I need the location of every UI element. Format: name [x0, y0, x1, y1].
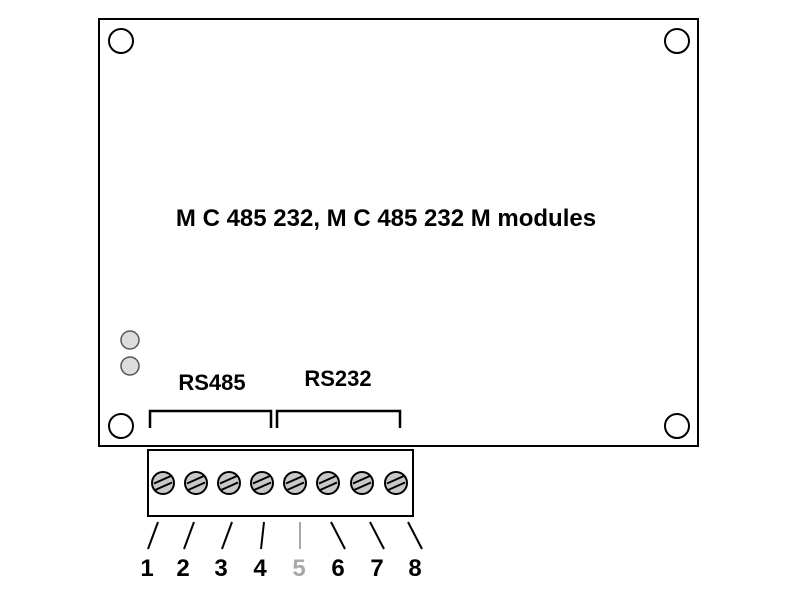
terminal-lead-3 — [221, 521, 233, 550]
mounting-hole-bottom-right — [664, 413, 690, 439]
terminal-screw-5 — [283, 471, 307, 495]
rs485-label: RS485 — [178, 370, 245, 395]
rs485-bracket — [148, 409, 273, 428]
terminal-lead-1 — [147, 521, 159, 550]
mounting-hole-bottom-left — [108, 413, 134, 439]
mounting-hole-top-left — [108, 28, 134, 54]
rs232-bracket — [275, 409, 402, 428]
module-title: M C 485 232, M C 485 232 M modules — [176, 205, 596, 232]
terminal-lead-4 — [260, 521, 265, 550]
terminal-number-5: 5 — [292, 555, 305, 582]
led-indicator-2 — [120, 356, 140, 376]
terminal-screw-2 — [184, 471, 208, 495]
terminal-screw-6 — [316, 471, 340, 495]
terminal-number-8: 8 — [408, 555, 421, 582]
terminal-number-7: 7 — [370, 555, 383, 582]
mounting-hole-top-right — [664, 28, 690, 54]
terminal-lead-2 — [183, 521, 195, 550]
terminal-number-3: 3 — [214, 555, 227, 582]
terminal-screw-4 — [250, 471, 274, 495]
terminal-number-1: 1 — [140, 555, 153, 582]
terminal-screw-3 — [217, 471, 241, 495]
terminal-screw-1 — [151, 471, 175, 495]
terminal-lead-7 — [369, 521, 385, 550]
rs232-label: RS232 — [304, 366, 371, 391]
board-outline — [98, 18, 699, 447]
terminal-number-6: 6 — [331, 555, 344, 582]
terminal-number-2: 2 — [176, 555, 189, 582]
terminal-screw-8 — [384, 471, 408, 495]
terminal-lead-8 — [407, 521, 423, 550]
terminal-lead-6 — [330, 521, 346, 550]
terminal-screw-7 — [350, 471, 374, 495]
terminal-number-4: 4 — [253, 555, 267, 582]
led-indicator-1 — [120, 330, 140, 350]
